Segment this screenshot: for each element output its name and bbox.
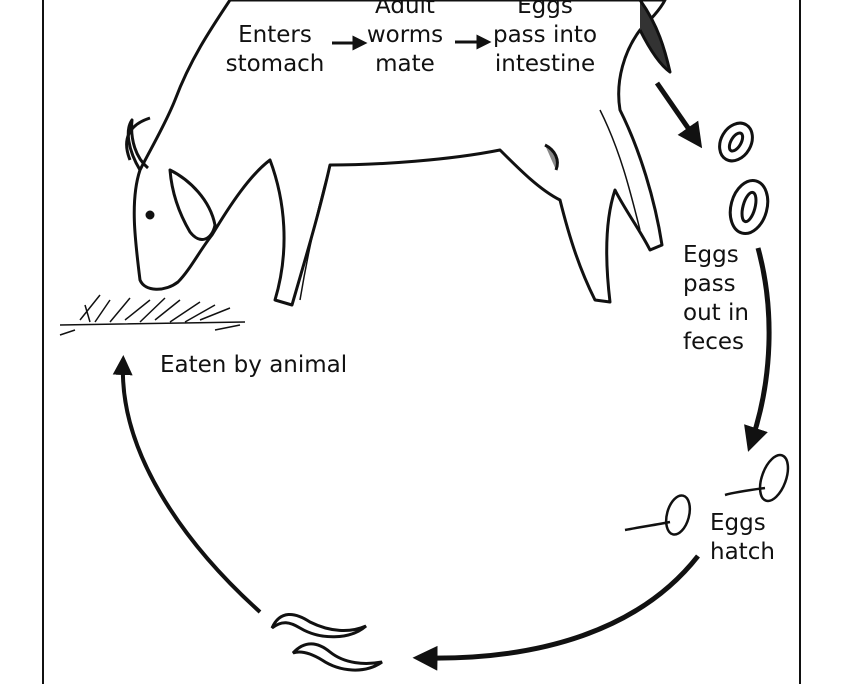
grass-illustration — [59, 294, 246, 336]
label-line: hatch — [710, 539, 775, 565]
label-line: out in — [683, 300, 749, 326]
label-enters-stomach: Enters stomach — [215, 21, 335, 79]
label-line: mate — [375, 51, 435, 77]
label-eaten-by-animal: Eaten by animal — [160, 352, 348, 378]
larva-icons — [270, 613, 383, 672]
hatching-egg-icons — [624, 453, 790, 536]
label-line: Eggs — [683, 242, 739, 268]
label-line: Eggs — [517, 0, 573, 19]
label-line: feces — [683, 329, 745, 355]
arrow-to-larvae — [412, 554, 700, 671]
arrow-to-eaten — [112, 355, 262, 614]
label-line: stomach — [225, 51, 325, 77]
label-line: Enters — [238, 22, 312, 48]
label-eggs-pass-into-intestine: Eggs pass into intestine — [485, 0, 605, 79]
egg-icons — [718, 121, 770, 235]
label-line: worms — [366, 22, 444, 48]
label-line: Eggs — [710, 510, 766, 536]
label-eggs-hatch: Eggs hatch — [710, 509, 775, 567]
label-eggs-pass-out-in-feces: Eggs pass out in feces — [683, 241, 749, 357]
label-line: Adult — [375, 0, 435, 19]
label-adult-worms-mate: Adult worms mate — [355, 0, 455, 79]
arrow-to-feces — [654, 81, 703, 149]
label-line: pass into — [492, 22, 598, 48]
label-line: pass — [683, 271, 736, 297]
goat-illustration — [125, 0, 672, 307]
arrow-to-hatch — [744, 247, 772, 452]
label-line: intestine — [494, 51, 596, 77]
